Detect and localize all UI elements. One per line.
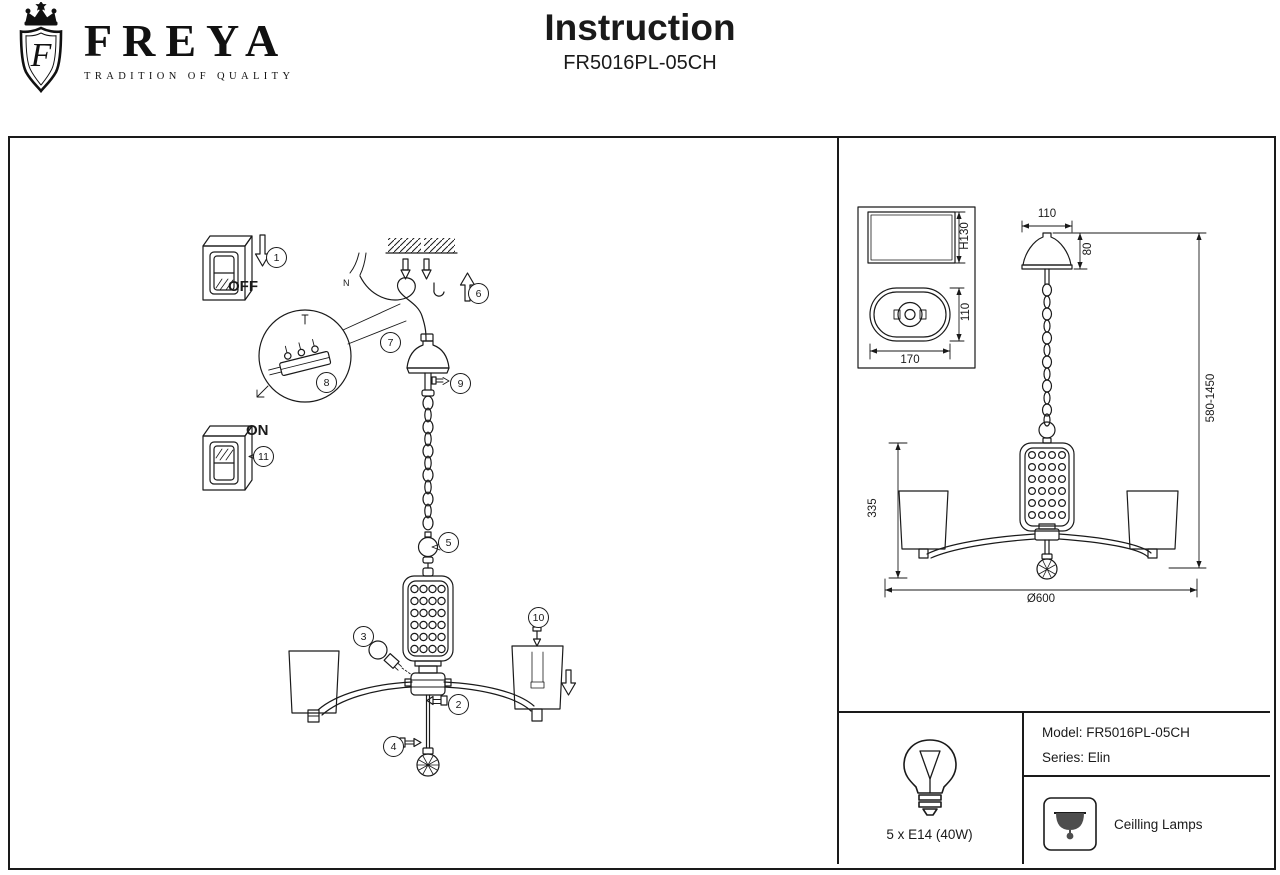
shade-left-drawing — [288, 650, 340, 723]
freya-crest-icon: F — [19, 2, 63, 94]
callout-8: 8 — [316, 372, 337, 393]
callout-6: 6 — [468, 283, 489, 304]
bulb-spec-label: 5 x E14 (40W) — [886, 827, 973, 842]
dim-fixture-diameter: Ø600 — [1026, 593, 1056, 605]
callout-7: 7 — [380, 332, 401, 353]
callout-11: 11 — [253, 446, 274, 467]
assembly-diagram-drawing — [202, 234, 577, 777]
body-drawing — [402, 575, 454, 662]
category-row: Ceilling Lamps — [1042, 796, 1203, 852]
callout-3: 3 — [353, 626, 374, 647]
brand-logo: F FREYA TRADITION OF QUALITY — [10, 2, 294, 94]
wiring-drawing — [349, 252, 427, 341]
model-number: FR5016PL-05CH — [563, 51, 717, 74]
dimensions-panel: H130 110 170 110 80 580-1450 335 Ø600 — [837, 138, 1270, 713]
canopy-drawing — [406, 333, 450, 397]
ceiling-lamp-icon — [1043, 797, 1097, 851]
spec-category: Ceilling Lamps — [1114, 816, 1203, 832]
dim-canopy-diameter: 110 — [1037, 208, 1057, 220]
brand-tagline: TRADITION OF QUALITY — [84, 71, 295, 82]
dim-bracket-oval: 110 — [960, 302, 972, 322]
dim-hanging-height: 580-1450 — [1205, 373, 1217, 423]
hook-icon — [433, 282, 445, 297]
callout-4: 4 — [383, 736, 404, 757]
logo-letter: F — [30, 37, 53, 74]
bulb-sketch-drawing — [368, 640, 413, 676]
page-title: Instruction — [544, 7, 736, 48]
bracket-plate-drawing — [857, 206, 976, 369]
dim-bracket-height: H130 — [959, 222, 971, 250]
spec-divider — [1024, 775, 1270, 777]
model-spec-cell: Model: FR5016PL-05CH Series: Elin Ceilli… — [1024, 711, 1270, 864]
spec-model: Model: FR5016PL-05CH — [1042, 725, 1190, 740]
wiring-detail-drawing — [256, 303, 407, 403]
spec-series: Series: Elin — [1042, 750, 1111, 765]
assembly-panel: OFF ON N 1 2 3 4 5 6 7 8 9 10 11 — [10, 138, 839, 864]
spec-area: 5 x E14 (40W) Model: FR5016PL-05CH Serie… — [837, 711, 1270, 864]
hub-drawing — [399, 660, 452, 748]
off-label: OFF — [228, 278, 258, 295]
shade-right-drawing — [511, 626, 577, 722]
dimensions-drawing — [857, 206, 1207, 598]
bulb-icon — [902, 739, 957, 816]
off-switch-drawing — [202, 235, 253, 301]
callout-2: 2 — [448, 694, 469, 715]
chain-drawing — [422, 395, 434, 531]
ring-drawing — [417, 531, 441, 577]
callout-9: 9 — [450, 373, 471, 394]
on-label: ON — [246, 422, 269, 439]
dim-bracket-width: 170 — [900, 354, 920, 366]
callout-5: 5 — [438, 532, 459, 553]
crystal-ball-drawing — [416, 694, 440, 777]
chandelier-outline-drawing — [884, 220, 1207, 598]
bulb-spec-cell: 5 x E14 (40W) — [837, 711, 1024, 864]
arms-drawing — [317, 681, 535, 716]
brand-name: FREYA — [84, 15, 289, 66]
dim-fixture-height: 335 — [867, 498, 879, 518]
neutral-wire-label: N — [343, 278, 350, 288]
dim-canopy-height: 80 — [1082, 242, 1094, 256]
arrow-down-icon — [560, 669, 577, 696]
right-panel: H130 110 170 110 80 580-1450 335 Ø600 — [837, 138, 1270, 864]
callout-10: 10 — [528, 607, 549, 628]
ceiling-mount-drawing — [385, 238, 476, 302]
page-header: F FREYA TRADITION OF QUALITY Instruction… — [0, 0, 1280, 134]
instruction-board: OFF ON N 1 2 3 4 5 6 7 8 9 10 11 — [8, 136, 1276, 870]
callout-1: 1 — [266, 247, 287, 268]
